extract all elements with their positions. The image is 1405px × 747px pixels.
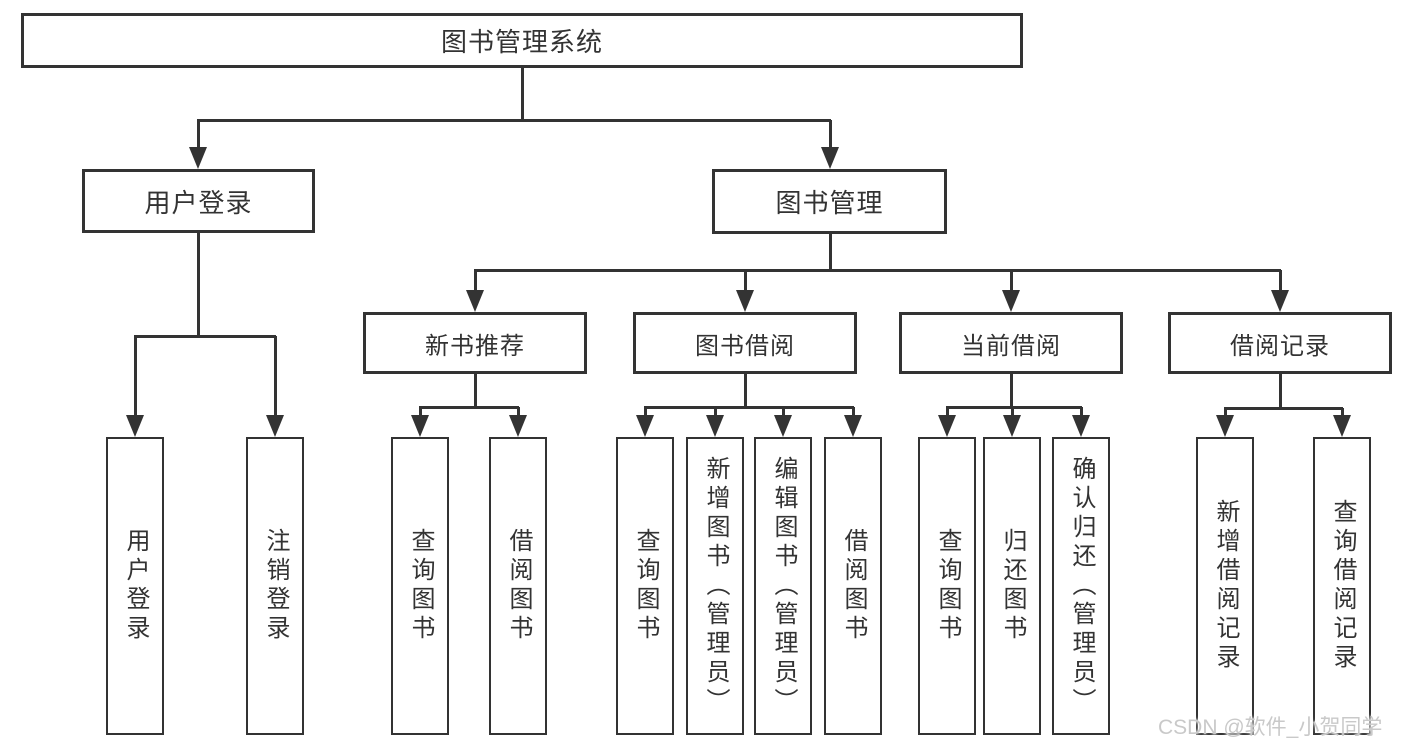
arrowhead-down-icon <box>1216 415 1234 437</box>
arrowhead-down-icon <box>466 290 484 312</box>
connector-vline <box>521 68 524 120</box>
node-label: 注销登录 <box>262 528 289 644</box>
connector-vline <box>474 270 477 292</box>
connector-hline <box>419 406 519 409</box>
node-label: 查询图书 <box>407 528 434 644</box>
leaf-borrow-books-recommend: 借阅图书 <box>489 437 547 735</box>
arrowhead-down-icon <box>1003 415 1021 437</box>
arrowhead-down-icon <box>126 415 144 437</box>
node-current-borrowing: 当前借阅 <box>899 312 1123 374</box>
node-borrowing-records: 借阅记录 <box>1168 312 1392 374</box>
node-label: 用户登录 <box>122 528 149 644</box>
watermark: CSDN @软件_小贺同学 <box>1158 716 1383 739</box>
arrowhead-down-icon <box>189 147 207 169</box>
connector-vline <box>197 233 200 336</box>
connector-vline <box>744 270 747 292</box>
leaf-add-book-admin: 新增图书（管理员） <box>686 437 744 735</box>
node-label: 新增借阅记录 <box>1212 499 1239 673</box>
node-label: 确认归还（管理员） <box>1068 455 1095 717</box>
connector-vline <box>197 120 200 152</box>
connector-hline <box>644 406 854 409</box>
connector-vline <box>1010 270 1013 292</box>
node-label: 编辑图书（管理员） <box>770 455 797 717</box>
node-book-borrowing: 图书借阅 <box>633 312 857 374</box>
node-label: 图书管理 <box>775 188 884 218</box>
arrowhead-down-icon <box>636 415 654 437</box>
arrowhead-down-icon <box>411 415 429 437</box>
connector-hline <box>946 406 1082 409</box>
connector-vline <box>782 407 785 417</box>
leaf-add-borrow-record: 新增借阅记录 <box>1196 437 1254 735</box>
arrowhead-down-icon <box>821 147 839 169</box>
connector-vline <box>1341 408 1344 418</box>
connector-vline <box>419 407 422 417</box>
leaf-confirm-return-admin: 确认归还（管理员） <box>1052 437 1110 735</box>
node-label: 归还图书 <box>999 528 1026 644</box>
node-label: 查询图书 <box>934 528 961 644</box>
node-label: 查询借阅记录 <box>1329 499 1356 673</box>
leaf-user-login: 用户登录 <box>106 437 164 735</box>
node-library-management-system: 图书管理系统 <box>21 13 1023 68</box>
leaf-borrow-books-borrowing: 借阅图书 <box>824 437 882 735</box>
connector-vline <box>517 407 520 417</box>
leaf-query-borrow-record: 查询借阅记录 <box>1313 437 1371 735</box>
connector-vline <box>1279 270 1282 292</box>
connector-vline <box>852 407 855 417</box>
leaf-query-books-current: 查询图书 <box>918 437 976 735</box>
arrowhead-down-icon <box>736 290 754 312</box>
leaf-logout: 注销登录 <box>246 437 304 735</box>
connector-vline <box>946 407 949 417</box>
connector-vline <box>1224 408 1227 418</box>
arrowhead-down-icon <box>938 415 956 437</box>
leaf-query-books-recommend: 查询图书 <box>391 437 449 735</box>
leaf-return-books: 归还图书 <box>983 437 1041 735</box>
connector-hline <box>134 335 276 338</box>
connector-hline <box>474 269 1281 272</box>
node-label: 查询图书 <box>632 528 659 644</box>
node-label: 借阅图书 <box>840 528 867 644</box>
connector-vline <box>829 234 832 270</box>
connector-vline <box>1279 374 1282 408</box>
connector-hline <box>1224 407 1343 410</box>
node-book-management: 图书管理 <box>712 169 947 234</box>
connector-vline <box>744 374 747 407</box>
node-label: 新书推荐 <box>425 332 525 360</box>
node-label: 借阅图书 <box>505 528 532 644</box>
connector-vline <box>829 120 832 152</box>
arrowhead-down-icon <box>774 415 792 437</box>
node-label: 借阅记录 <box>1230 332 1330 360</box>
connector-hline <box>197 119 831 122</box>
node-label: 当前借阅 <box>961 332 1061 360</box>
arrowhead-down-icon <box>1072 415 1090 437</box>
connector-vline <box>1011 407 1014 417</box>
node-label: 新增图书（管理员） <box>702 455 729 717</box>
arrowhead-down-icon <box>266 415 284 437</box>
arrowhead-down-icon <box>1002 290 1020 312</box>
leaf-edit-book-admin: 编辑图书（管理员） <box>754 437 812 735</box>
connector-vline <box>714 407 717 417</box>
connector-vline <box>474 374 477 407</box>
arrowhead-down-icon <box>1333 415 1351 437</box>
node-user-login: 用户登录 <box>82 169 315 233</box>
arrowhead-down-icon <box>509 415 527 437</box>
node-label: 用户登录 <box>144 187 253 218</box>
node-new-book-recommendation: 新书推荐 <box>363 312 587 374</box>
leaf-query-books-borrowing: 查询图书 <box>616 437 674 735</box>
node-label: 图书借阅 <box>695 332 795 360</box>
arrowhead-down-icon <box>1271 290 1289 312</box>
arrowhead-down-icon <box>844 415 862 437</box>
node-label: 图书管理系统 <box>440 27 603 57</box>
connector-vline <box>644 407 647 417</box>
connector-vline <box>1010 374 1013 407</box>
connector-vline <box>134 336 137 418</box>
connector-vline <box>1080 407 1083 417</box>
arrowhead-down-icon <box>706 415 724 437</box>
connector-vline <box>274 336 277 418</box>
